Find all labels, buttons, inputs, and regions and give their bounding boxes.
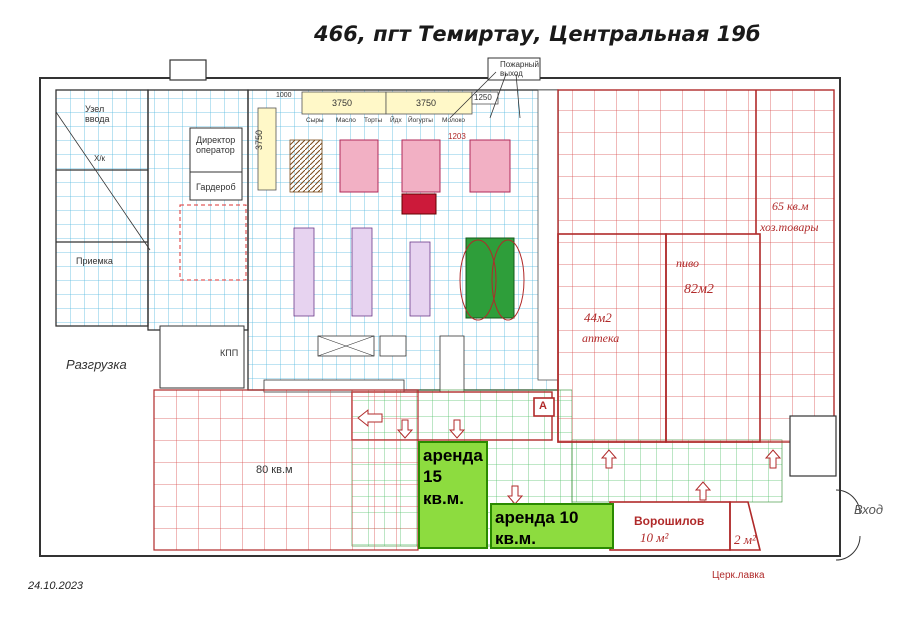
voroshilov-area-label: 10 м²	[640, 530, 669, 545]
church-area-label: 2 м²	[734, 532, 756, 547]
area-household-sub-label: хоз.товары	[760, 220, 819, 234]
shelf-label: Молоко	[442, 117, 465, 124]
rent-15-line-3: кв.м.	[423, 488, 464, 508]
area-household-label: 65 кв.м	[772, 199, 809, 213]
area-west-label: 80 кв.м	[256, 464, 293, 476]
shelf-label: Йдх	[390, 117, 402, 124]
rent-10-line-1: аренда 10	[495, 508, 579, 527]
area-pharmacy-size-label: 44м2	[584, 310, 612, 325]
voroshilov-label: Ворошилов	[634, 514, 705, 528]
rent-15-line-2: 15	[423, 467, 442, 487]
shelf-label: Масло	[336, 117, 356, 124]
dimension-label: 1000	[276, 92, 292, 99]
area-pharmacy-label: аптека	[582, 331, 620, 345]
room-reception-label: Приемка	[76, 256, 113, 266]
shelf-label: Йогурты	[408, 117, 433, 124]
dimension-label: 1203	[448, 132, 466, 141]
dimension-label: 3750	[416, 98, 437, 108]
dimension-label: 3750	[254, 129, 264, 150]
unloading-label: Разгрузка	[66, 357, 127, 372]
area-beer-label: пиво	[676, 256, 700, 270]
area-beer-size-label: 82м2	[684, 282, 714, 297]
page-title: 466, пгт Темиртау, Центральная 19б	[314, 22, 761, 46]
rent-10-box: аренда 10 кв.м.	[490, 503, 614, 549]
room-director-label: Директор оператор	[196, 135, 236, 155]
church-label: Церк.лавка	[712, 570, 765, 581]
dimension-label: 1250	[474, 93, 492, 102]
entrance-label: Вход	[854, 502, 884, 517]
rent-15-box: аренда 15 кв.м.	[418, 441, 488, 549]
shelf-label: Торты	[364, 117, 383, 124]
marker-a-label: А	[539, 400, 547, 412]
wc-label: Х/к	[94, 154, 106, 163]
rent-10-line-2: кв.м.	[495, 529, 536, 549]
room-wardrobe-label: Гардероб	[196, 182, 236, 192]
room-node-label: Узел ввода	[85, 104, 110, 124]
shelf-label: Сыры	[306, 117, 324, 124]
fire-exit-label: Пожарный выход	[500, 60, 539, 78]
rent-15-line-1: аренда	[423, 446, 483, 465]
dimension-label: 3750	[332, 98, 353, 108]
date-label: 24.10.2023	[28, 580, 84, 592]
kpp-label: КПП	[220, 348, 239, 358]
